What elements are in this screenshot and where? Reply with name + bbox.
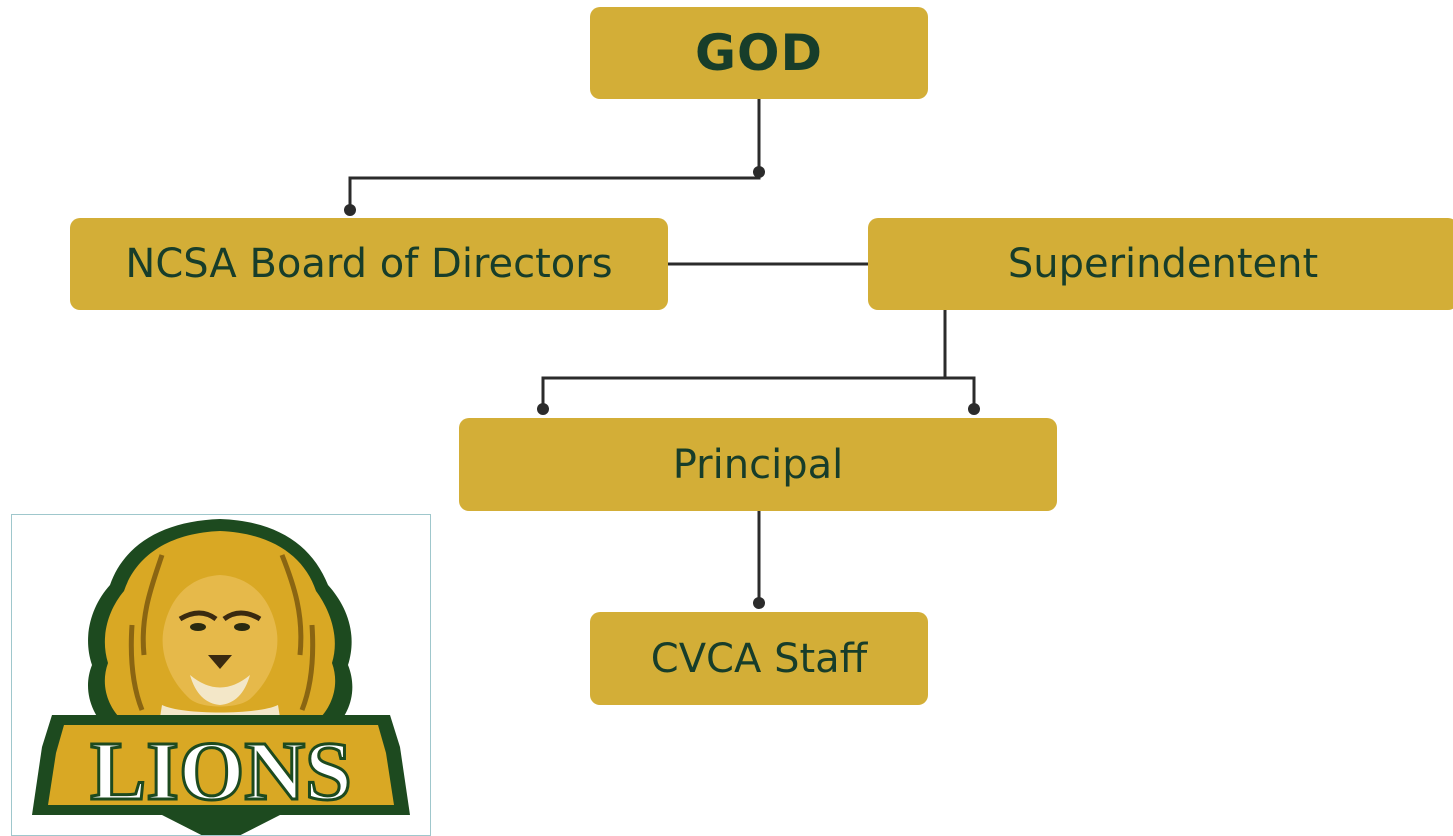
lion-head-icon: LIONS — [32, 519, 410, 835]
connector-superintendent-principal-right — [945, 376, 976, 409]
connector-dot — [344, 204, 356, 216]
node-superintendent: Superindentent — [868, 218, 1453, 310]
connector-dot — [753, 597, 765, 609]
node-god: GOD — [590, 7, 928, 99]
node-superintendent-label: Superindentent — [1007, 241, 1319, 287]
connector-dot — [753, 166, 765, 178]
connector-god-board — [348, 99, 761, 210]
logo-text: LIONS — [90, 725, 351, 818]
node-principal-label: Principal — [672, 441, 844, 488]
connector-dot — [968, 403, 980, 415]
node-board-label: NCSA Board of Directors — [125, 241, 613, 287]
node-god-label: GOD — [694, 24, 824, 82]
lions-logo: LIONS — [11, 514, 431, 836]
connector-dot — [537, 403, 549, 415]
node-principal: Principal — [459, 418, 1057, 511]
node-board-of-directors: NCSA Board of Directors — [70, 218, 668, 310]
node-staff-label: CVCA Staff — [650, 635, 868, 682]
connector-superintendent-principal — [541, 310, 947, 409]
node-staff: CVCA Staff — [590, 612, 928, 705]
